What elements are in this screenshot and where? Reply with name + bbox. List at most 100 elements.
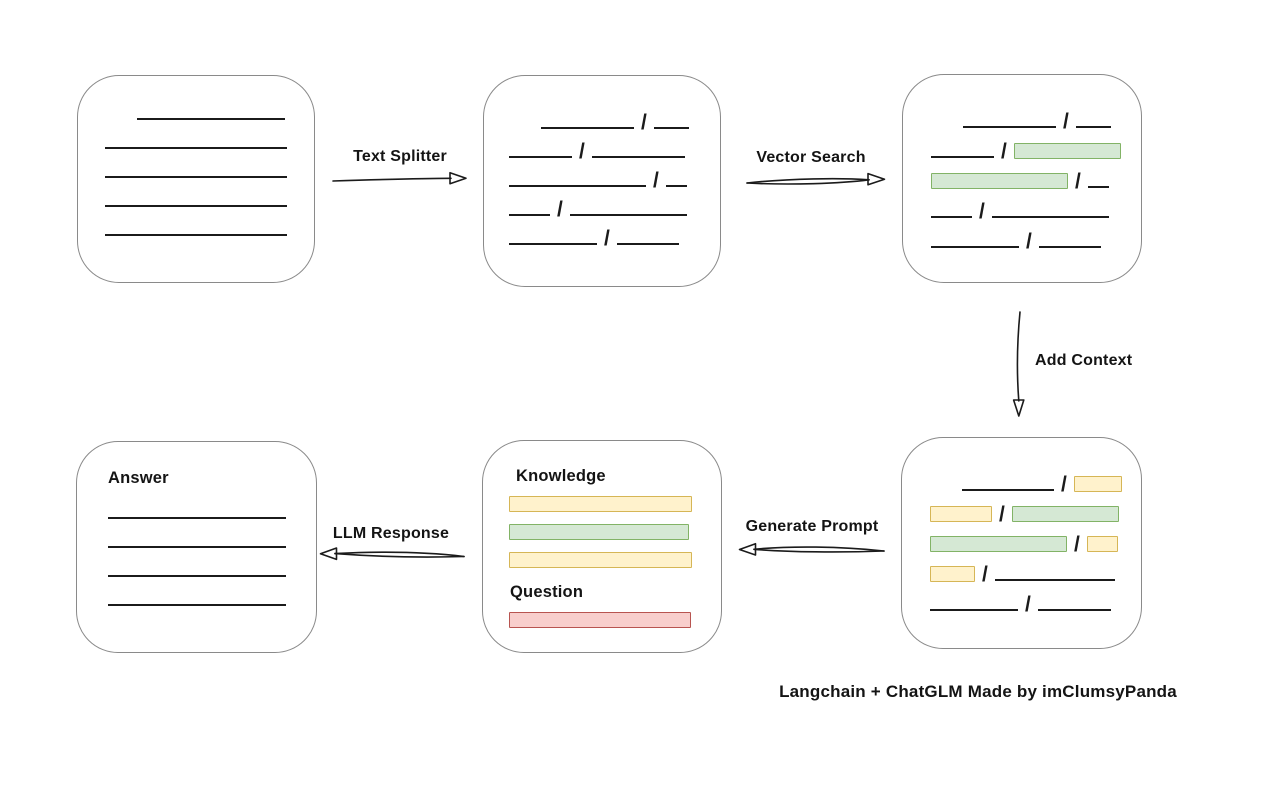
- slash-separator: /: [1001, 140, 1007, 163]
- doc-row: /: [509, 169, 720, 192]
- llm-response-arrow: [319, 547, 465, 561]
- slash-separator: /: [1026, 230, 1032, 253]
- doc-row: /: [931, 170, 1141, 193]
- doc-row: /: [930, 503, 1141, 526]
- doc-row: /: [509, 227, 720, 250]
- slash-separator: /: [1075, 170, 1081, 193]
- generate-prompt-arrow: [738, 542, 885, 556]
- slash-separator: /: [557, 198, 563, 221]
- doc-row: [105, 103, 314, 121]
- doc-row: [509, 524, 721, 540]
- doc-row: /: [930, 593, 1141, 616]
- text-splitter-label: Text Splitter: [353, 148, 447, 165]
- text-line: [1087, 186, 1109, 188]
- doc-row: /: [931, 110, 1141, 133]
- doc-row: [105, 219, 314, 237]
- doc-row: /: [509, 198, 720, 221]
- knowledge-label: Knowledge: [516, 467, 606, 485]
- highlight-yellow: [1086, 536, 1118, 552]
- doc-row: [509, 612, 721, 628]
- slash-separator: /: [604, 227, 610, 250]
- document-box: [77, 75, 315, 283]
- text-line: [108, 546, 286, 548]
- doc-row: [105, 190, 314, 208]
- text-line: [1075, 126, 1111, 128]
- prompt-box: Knowledge Question: [482, 440, 722, 653]
- text-line: [931, 216, 972, 218]
- vector-search-label: Vector Search: [756, 149, 866, 166]
- slash-separator: /: [999, 503, 1005, 526]
- doc-row: /: [931, 200, 1141, 223]
- text-line: [509, 243, 597, 245]
- answer-lines: [77, 488, 316, 607]
- doc-row: [509, 552, 721, 568]
- text-line: [569, 214, 687, 216]
- slash-separator: /: [1074, 533, 1080, 556]
- slash-separator: /: [1061, 473, 1067, 496]
- context-box: / / / / /: [901, 437, 1142, 649]
- doc-row: /: [930, 533, 1141, 556]
- question-bar: [483, 602, 721, 628]
- highlight-green: [1011, 506, 1119, 522]
- knowledge-bars: [483, 486, 721, 568]
- text-line: [105, 176, 287, 178]
- slash-separator: /: [641, 111, 647, 134]
- slash-separator: /: [579, 140, 585, 163]
- add-context-label: Add Context: [1035, 352, 1133, 369]
- doc-row: /: [930, 473, 1141, 496]
- slash-separator: /: [653, 169, 659, 192]
- text-line: [108, 575, 286, 577]
- text-line: [105, 205, 287, 207]
- text-line: [1038, 246, 1101, 248]
- text-line: [108, 604, 286, 606]
- doc-row: /: [509, 140, 720, 163]
- highlight-red: [509, 612, 691, 628]
- text-line: [991, 216, 1109, 218]
- doc-row: [509, 496, 721, 512]
- vector-match-lines: / / / / /: [903, 75, 1141, 253]
- highlight-green: [931, 173, 1068, 189]
- highlight-green: [509, 524, 689, 540]
- document-lines: [78, 76, 314, 237]
- split-text-box: / / / / /: [483, 75, 721, 287]
- vector-search-arrow: [746, 172, 886, 186]
- text-line: [930, 609, 1018, 611]
- text-line: [591, 156, 685, 158]
- highlight-yellow: [509, 496, 692, 512]
- highlight-green: [930, 536, 1067, 552]
- llm-response-label: LLM Response: [332, 525, 450, 542]
- doc-row: [105, 161, 314, 179]
- question-label: Question: [510, 583, 584, 601]
- highlight-green: [1013, 143, 1121, 159]
- slash-separator: /: [1063, 110, 1069, 133]
- text-line: [665, 185, 687, 187]
- doc-row: /: [509, 111, 720, 134]
- text-line: [994, 579, 1115, 581]
- doc-row: [108, 517, 316, 520]
- slash-separator: /: [982, 563, 988, 586]
- text-line: [616, 243, 679, 245]
- diagram-caption: Langchain + ChatGLM Made by imClumsyPand…: [779, 682, 1177, 701]
- text-line: [541, 127, 634, 129]
- slash-separator: /: [979, 200, 985, 223]
- doc-row: [108, 604, 316, 607]
- add-context-arrow: [1012, 311, 1025, 417]
- doc-row: /: [931, 230, 1141, 253]
- answer-label: Answer: [108, 469, 169, 487]
- text-line: [963, 126, 1056, 128]
- slash-separator: /: [1025, 593, 1031, 616]
- highlight-yellow: [930, 506, 992, 522]
- doc-row: /: [931, 140, 1141, 163]
- highlight-yellow: [1073, 476, 1122, 492]
- text-line: [931, 156, 994, 158]
- doc-row: [108, 575, 316, 578]
- highlight-yellow: [930, 566, 975, 582]
- doc-row: [108, 546, 316, 549]
- doc-row: [105, 132, 314, 150]
- text-line: [509, 185, 646, 187]
- highlight-yellow: [509, 552, 692, 568]
- text-line: [962, 489, 1054, 491]
- context-lines: / / / / /: [902, 438, 1141, 616]
- text-line: [509, 156, 572, 158]
